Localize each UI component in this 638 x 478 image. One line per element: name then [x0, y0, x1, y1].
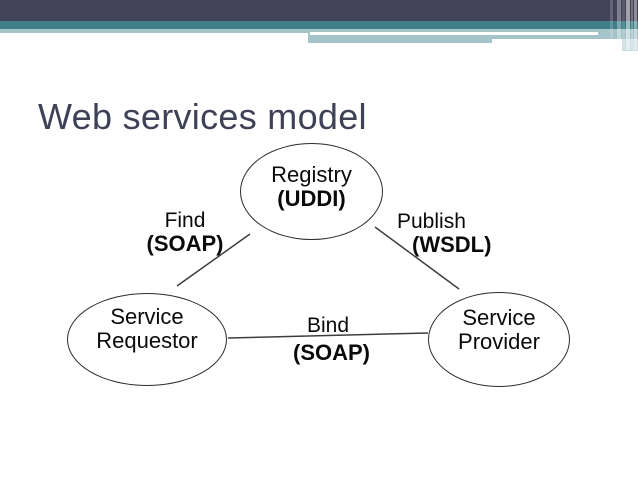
edge-label-bind: Bind (SOAP): [282, 314, 374, 365]
node-provider-line2: Provider: [458, 328, 540, 354]
header-vertical-stripe: [622, 0, 625, 50]
node-registry-name: Registry: [271, 161, 352, 187]
node-provider-line1: Service: [462, 304, 536, 330]
edge-find-protocol: (SOAP): [146, 231, 224, 256]
edge-bind-protocol: (SOAP): [293, 340, 370, 365]
header-right-block-step: [308, 38, 492, 43]
edge-publish-protocol: (WSDL): [412, 232, 492, 257]
header-vertical-stripe: [631, 0, 633, 50]
node-service-provider: Service Provider: [428, 292, 570, 387]
edge-label-publish: Publish (WSDL): [397, 210, 507, 257]
edge-publish-action: Publish: [397, 210, 466, 233]
header-vertical-stripe: [610, 0, 613, 50]
header-vertical-stripe: [617, 0, 621, 50]
header-vertical-stripe: [626, 0, 630, 50]
edge-label-find: Find (SOAP): [135, 209, 235, 255]
edge-find-action: Find: [164, 209, 206, 232]
node-requestor-line1: Service: [110, 303, 184, 329]
node-requestor-line2: Requestor: [96, 327, 198, 353]
node-registry: Registry (UDDI): [240, 143, 383, 240]
header-bar-teal: [0, 21, 638, 29]
edge-bind-action: Bind: [306, 314, 350, 337]
header-bar-dark: [0, 0, 638, 21]
node-service-requestor: Service Requestor: [67, 293, 227, 386]
header-vertical-stripe: [634, 0, 637, 50]
node-registry-standard: (UDDI): [277, 185, 346, 211]
header-white-line: [310, 31, 598, 35]
slide-title: Web services model: [38, 96, 367, 137]
